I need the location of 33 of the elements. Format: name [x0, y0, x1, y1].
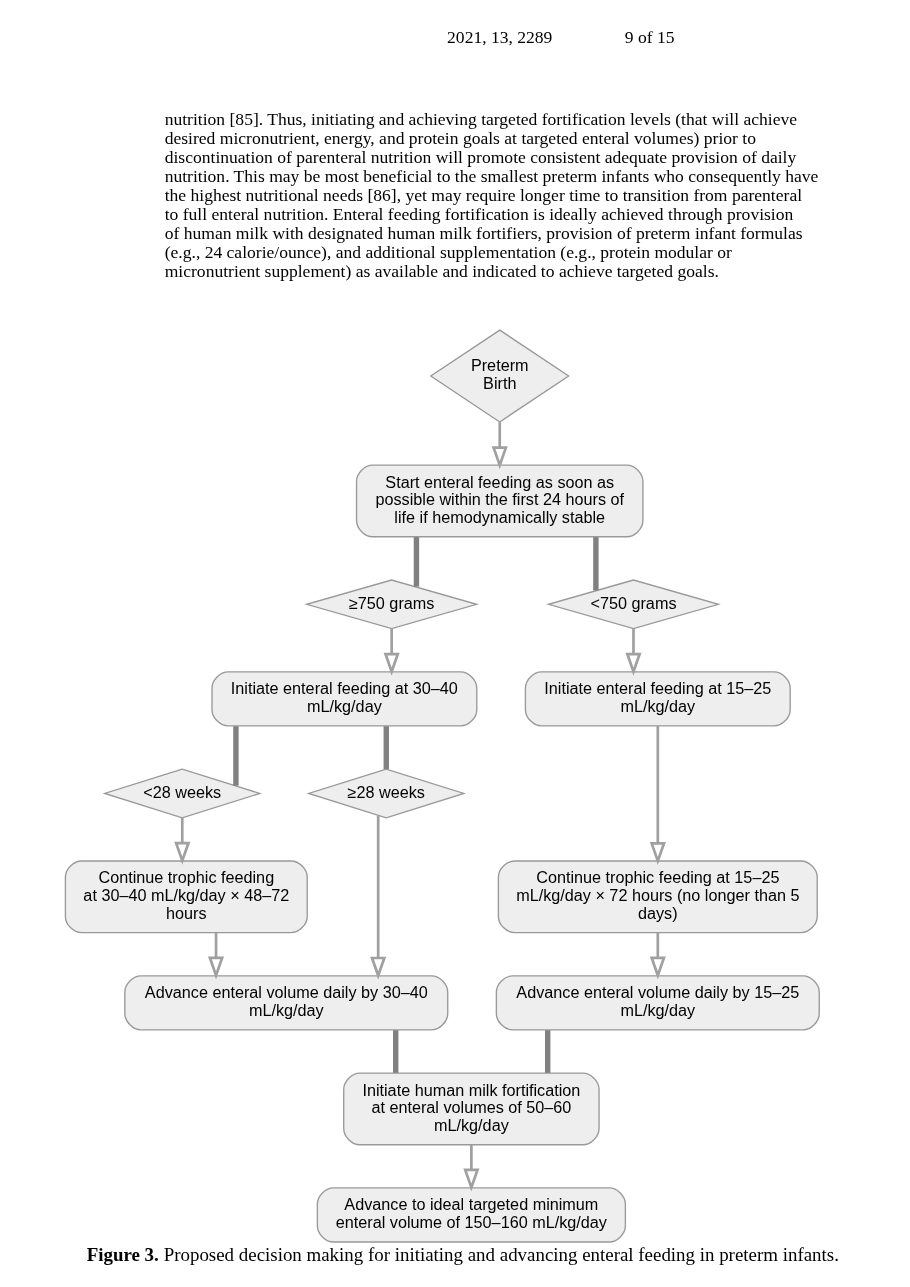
- node-diamond: ≥28 weeks: [305, 768, 466, 819]
- node-diamond: <28 weeks: [101, 768, 262, 819]
- connector: [413, 537, 419, 587]
- connector: [232, 726, 239, 786]
- caption: Figure 3. Proposed decision making for initiating and advancing enteral feeding in preterm infants.: [86, 1244, 839, 1266]
- node-box: Continue trophic feeding at 30–40 mL/kg/day × 48–72 hours: [64, 860, 308, 934]
- node-box: Initiate human milk fortification at enteral volumes of 50–60 mL/kg/day: [342, 1072, 600, 1146]
- node-diamond: Preterm Birth: [429, 329, 570, 423]
- connector: [392, 1030, 398, 1073]
- node-box: Advance enteral volume daily by 15–25 mL/kg/day: [495, 975, 820, 1031]
- arrow: [491, 422, 508, 470]
- arrow: [649, 932, 666, 980]
- arrow: [207, 932, 224, 980]
- arrow: [649, 726, 666, 866]
- label: 2021, 13, 2289: [446, 26, 552, 47]
- arrow: [624, 628, 642, 676]
- node-box: Start enteral feeding as soon as possible within the first 24 hours of life if hemodynamically stable: [355, 464, 644, 538]
- arrow: [173, 817, 190, 865]
- node-diamond: <750 grams: [545, 579, 721, 630]
- arrow: [462, 1144, 479, 1192]
- node-box: Advance enteral volume daily by 30–40 mL/kg/day: [123, 975, 448, 1031]
- label: 9 of 15: [624, 26, 675, 47]
- connector: [544, 1030, 550, 1073]
- node-box: Initiate enteral feeding at 30–40 mL/kg/day: [210, 671, 477, 727]
- connector: [592, 537, 599, 591]
- connector: [383, 726, 389, 770]
- label: nutrition [85]. Thus, initiating and achieving targeted fortification levels (that will achieve desired micronutrient, energy, and protein goals at targeted enteral volumes) prior to discontinuation of parenteral nutrition will promote consistent adequate provision of daily nutrition. This may be most beneficial to the smallest preterm infants who consequently have the highest nutritional needs [86], yet may require longer time to transition from parenteral to full enteral nutrition. Enteral feeding fortification is ideally achieved through provision of human milk with designated human milk fortifiers, provision of preterm infant formulas (e.g., 24 calorie/ounce), and additional supplementation (e.g., protein modular or micronutrient supplement) as available and indicated to achieve targeted goals.: [164, 109, 818, 281]
- arrow: [383, 628, 400, 676]
- node-box: Continue trophic feeding at 15–25 mL/kg/day × 72 hours (no longer than 5 days): [497, 860, 818, 934]
- arrow: [369, 815, 386, 980]
- node-diamond: ≥750 grams: [303, 579, 479, 630]
- node-box: Advance to ideal targeted minimum enteral volume of 150–160 mL/kg/day: [316, 1187, 626, 1243]
- node-box: Initiate enteral feeding at 15–25 mL/kg/day: [524, 671, 791, 727]
